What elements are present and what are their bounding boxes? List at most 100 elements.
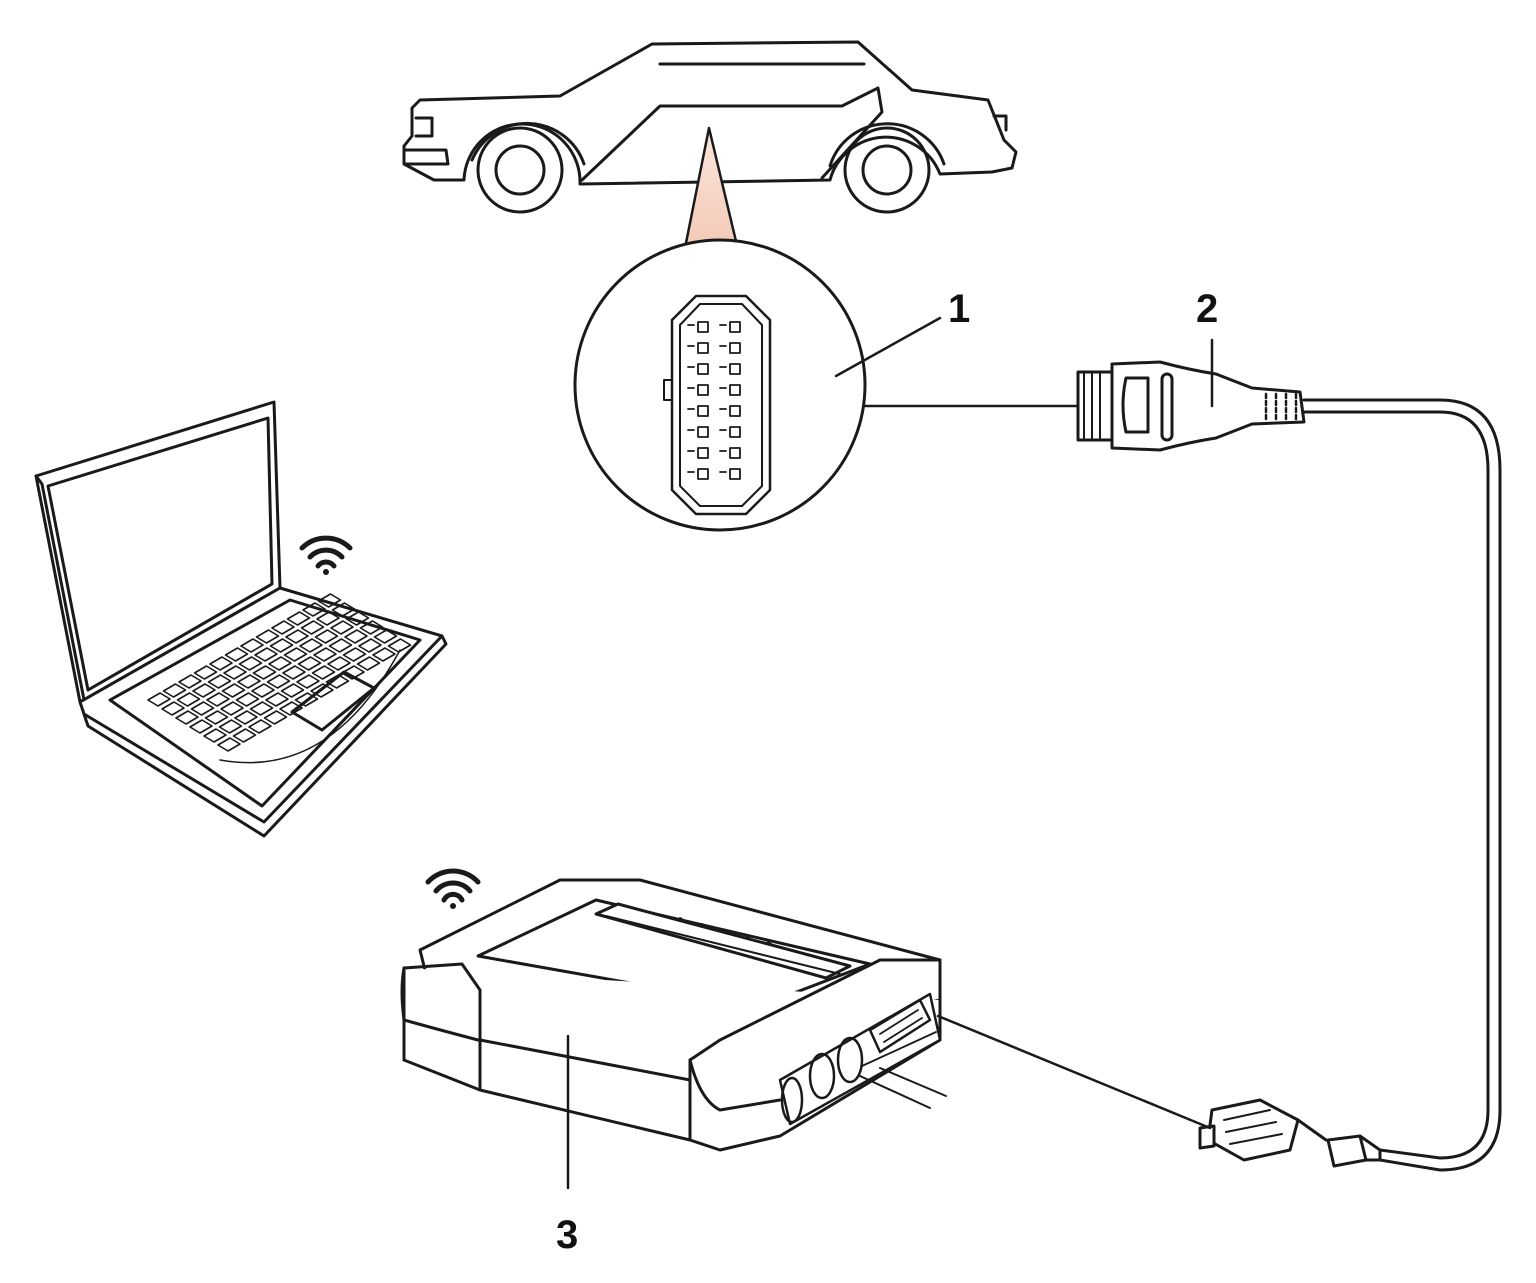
keyboard-key bbox=[300, 620, 325, 635]
keyboard-key bbox=[238, 656, 263, 671]
keyboard-key bbox=[223, 665, 247, 680]
keyboard-key bbox=[161, 701, 185, 716]
keyboard-key bbox=[356, 656, 381, 671]
keyboard-key bbox=[345, 611, 370, 626]
obd-pin bbox=[697, 447, 709, 459]
keyboard-key bbox=[175, 710, 199, 725]
keyboard-key bbox=[341, 665, 365, 680]
keyboard-key bbox=[313, 647, 337, 662]
keyboard-key bbox=[280, 683, 305, 698]
keyboard-key bbox=[325, 674, 350, 689]
keyboard-key bbox=[316, 611, 340, 626]
keyboard-key bbox=[220, 701, 244, 716]
keyboard-key bbox=[178, 674, 202, 689]
keyboard-key bbox=[217, 737, 241, 752]
keyboard-key bbox=[331, 602, 356, 617]
obd-cable-icon bbox=[1076, 360, 1502, 1172]
keyboard-key bbox=[252, 665, 277, 680]
keyboard-key bbox=[314, 629, 339, 644]
keyboard-key bbox=[248, 719, 272, 734]
obd-pin bbox=[697, 342, 709, 354]
obd-pin bbox=[697, 405, 709, 417]
keyboard-key bbox=[176, 692, 201, 707]
keyboard-key bbox=[283, 647, 308, 662]
keyboard-key bbox=[359, 620, 384, 635]
keyboard-key bbox=[193, 665, 218, 680]
keyboard-key bbox=[269, 638, 294, 653]
keyboard-key bbox=[387, 638, 412, 653]
keyboard-key bbox=[224, 647, 249, 662]
keyboard-key bbox=[297, 656, 322, 671]
keyboard-key bbox=[317, 593, 342, 608]
keyboard-key bbox=[299, 638, 323, 653]
obd-pin bbox=[729, 321, 741, 333]
keyboard-key bbox=[265, 692, 289, 707]
obd-pin bbox=[697, 468, 709, 480]
keyboard-key bbox=[254, 647, 278, 662]
keyboard-key bbox=[344, 629, 368, 644]
keyboard-key bbox=[268, 656, 292, 671]
obd-port-icon bbox=[573, 238, 867, 532]
obd-pin bbox=[729, 405, 741, 417]
obd-pin bbox=[729, 447, 741, 459]
keyboard-key bbox=[221, 683, 246, 698]
obd-pin bbox=[697, 363, 709, 375]
keyboard-key bbox=[203, 728, 227, 743]
obd-pin bbox=[697, 426, 709, 438]
keyboard-key bbox=[204, 710, 229, 725]
diagnostic-interface-icon bbox=[400, 878, 1212, 1152]
laptop-icon bbox=[34, 400, 448, 838]
keyboard-key bbox=[218, 719, 243, 734]
keyboard-key bbox=[209, 656, 233, 671]
callout-label-2: 2 bbox=[1196, 287, 1218, 331]
keyboard-key bbox=[372, 647, 396, 662]
car-outline-icon bbox=[402, 40, 1018, 214]
keyboard-key bbox=[330, 620, 354, 635]
obd-pin bbox=[729, 384, 741, 396]
keyboard-key bbox=[232, 728, 257, 743]
keyboard-key bbox=[237, 674, 261, 689]
keyboard-key bbox=[286, 611, 311, 626]
keyboard-key bbox=[190, 701, 215, 716]
keyboard-key bbox=[189, 719, 213, 734]
port-location-beam bbox=[681, 126, 742, 260]
keyboard-key bbox=[358, 638, 382, 653]
keyboard-key bbox=[373, 629, 398, 644]
keyboard-key bbox=[251, 683, 275, 698]
keyboard-key bbox=[147, 692, 171, 707]
keyboard-key bbox=[279, 701, 303, 716]
keyboard-key bbox=[311, 665, 336, 680]
callout-1-leader bbox=[834, 316, 942, 378]
obd-pin bbox=[729, 363, 741, 375]
keyboard-key bbox=[234, 710, 258, 725]
keyboard-key bbox=[271, 620, 295, 635]
keyboard-key bbox=[327, 656, 351, 671]
keyboard-key bbox=[235, 692, 260, 707]
keyboard-key bbox=[255, 629, 280, 644]
keyboard-key bbox=[249, 701, 274, 716]
obd-pin bbox=[729, 468, 741, 480]
obd-pin bbox=[697, 321, 709, 333]
wifi-icon bbox=[425, 868, 481, 909]
keyboard-key bbox=[162, 683, 187, 698]
keyboard-key bbox=[310, 683, 334, 698]
keyboard-key bbox=[240, 638, 264, 653]
callout-label-1: 1 bbox=[948, 287, 970, 331]
keyboard-key bbox=[296, 674, 320, 689]
keyboard-key bbox=[263, 710, 288, 725]
keyboard-key bbox=[302, 602, 326, 617]
keyboard-key bbox=[282, 665, 306, 680]
wifi-icon bbox=[299, 535, 353, 575]
keyboard-key bbox=[266, 674, 291, 689]
keyboard-key bbox=[285, 629, 309, 644]
keyboard-key bbox=[342, 647, 367, 662]
keyboard-key bbox=[207, 674, 232, 689]
keyboard-key bbox=[206, 692, 230, 707]
obd-pin bbox=[729, 342, 741, 354]
callout-label-3: 3 bbox=[556, 1213, 578, 1257]
keyboard-key bbox=[192, 683, 216, 698]
obd-pin bbox=[729, 426, 741, 438]
keyboard-key bbox=[328, 638, 353, 653]
obd-pin bbox=[697, 384, 709, 396]
